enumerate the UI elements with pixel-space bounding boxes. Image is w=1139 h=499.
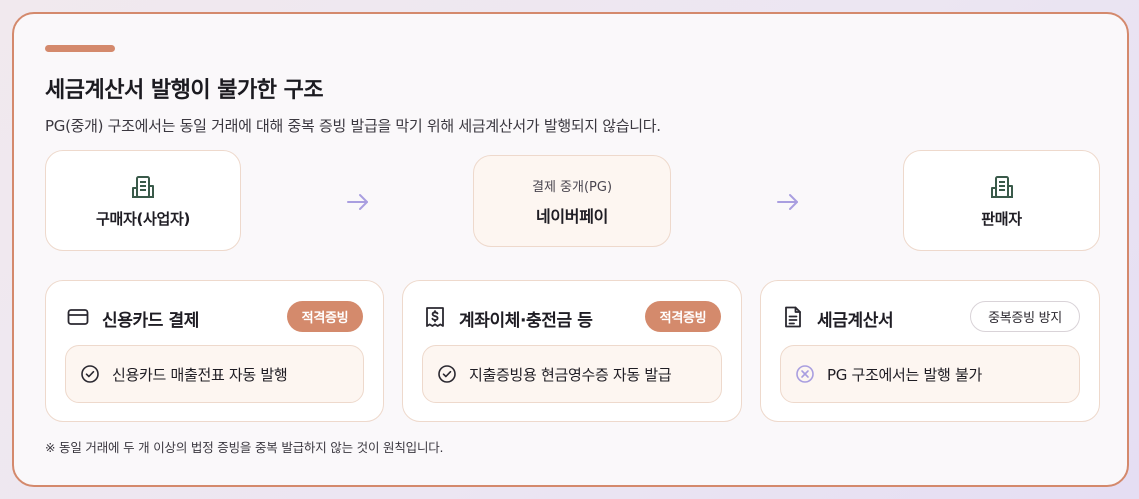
transfer-box: 계좌이체·충전금 등 적격증빙 지출증빙용 현금영수증 자동 발급: [402, 280, 742, 422]
building-icon: [990, 176, 1013, 198]
credit-card-icon: [67, 309, 89, 325]
page-title: 세금계산서 발행이 불가한 구조: [45, 78, 324, 103]
footnote: ※ 동일 거래에 두 개 이상의 법정 증빙을 중복 발급하지 않는 것이 원칙…: [45, 440, 444, 455]
building-icon: [132, 176, 154, 198]
main-card: 세금계산서 발행이 불가한 구조 PG(중개) 구조에서는 동일 거래에 대해 …: [12, 12, 1129, 487]
x-circle-icon: [796, 365, 814, 383]
box-item: 지출증빙용 현금영수증 자동 발급: [422, 345, 722, 403]
box-title: 세금계산서: [817, 311, 894, 331]
box-item-text: 지출증빙용 현금영수증 자동 발급: [469, 365, 672, 384]
status-badge: 적격증빙: [287, 301, 363, 332]
buyer-label: 구매자(사업자): [95, 210, 191, 228]
arrow-right-icon: [777, 194, 798, 210]
check-circle-icon: [81, 365, 99, 383]
status-badge: 적격증빙: [645, 301, 721, 332]
box-item: PG 구조에서는 발행 불가: [780, 345, 1080, 403]
seller-node: 판매자: [903, 150, 1100, 251]
box-title: 계좌이체·충전금 등: [459, 311, 593, 331]
check-circle-icon: [438, 365, 456, 383]
seller-label: 판매자: [981, 210, 1022, 228]
document-icon: [785, 306, 801, 328]
box-item: 신용카드 매출전표 자동 발행: [65, 345, 364, 403]
receipt-icon: [426, 307, 444, 327]
pg-node: 결제 중개(PG) 네이버페이: [473, 155, 671, 247]
page-subtitle: PG(중개) 구조에서는 동일 거래에 대해 중복 증빙 발급을 막기 위해 세…: [45, 117, 661, 135]
pg-sublabel: 결제 중개(PG): [531, 179, 613, 195]
box-item-text: 신용카드 매출전표 자동 발행: [112, 365, 288, 384]
accent-bar: [45, 45, 115, 52]
pg-label: 네이버페이: [535, 206, 609, 226]
box-title: 신용카드 결제: [102, 311, 199, 331]
status-badge: 중복증빙 방지: [970, 301, 1080, 332]
box-item-text: PG 구조에서는 발행 불가: [827, 365, 982, 384]
buyer-node: 구매자(사업자): [45, 150, 241, 251]
credit-card-box: 신용카드 결제 적격증빙 신용카드 매출전표 자동 발행: [45, 280, 384, 422]
tax-invoice-box: 세금계산서 중복증빙 방지 PG 구조에서는 발행 불가: [760, 280, 1100, 422]
arrow-right-icon: [347, 194, 368, 210]
